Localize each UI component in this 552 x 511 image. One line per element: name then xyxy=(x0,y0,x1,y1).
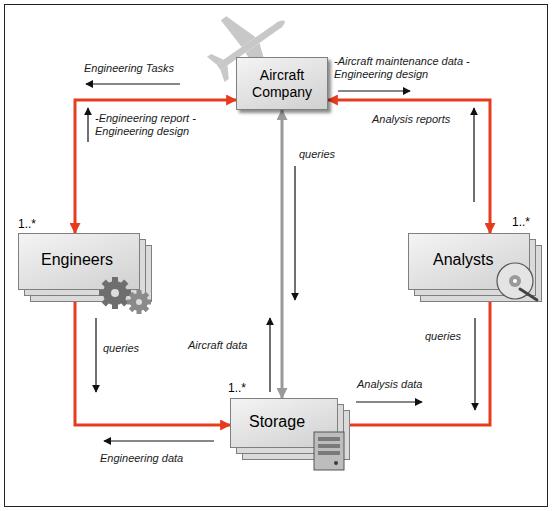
actor-box: Engineers xyxy=(18,233,140,290)
flow-label: -Engineering report -Engineering design xyxy=(95,112,220,138)
flow-label: Engineering data xyxy=(100,452,183,465)
flow-label: Analysis data xyxy=(357,378,422,391)
connector xyxy=(75,100,236,233)
connector xyxy=(338,290,490,425)
flow-arrow xyxy=(104,440,214,441)
node-title: Analysts xyxy=(433,251,493,269)
flow-label: -Aircraft maintenance data -Engineering … xyxy=(334,55,499,81)
flow-label: Analysis reports xyxy=(372,113,450,126)
flow-arrow xyxy=(87,108,88,142)
flow-arrow xyxy=(356,401,422,402)
flow-arrow xyxy=(474,318,475,410)
flow-arrow xyxy=(294,166,295,300)
multiplicity-label: 1..* xyxy=(228,381,246,395)
outer-frame xyxy=(5,5,548,507)
flow-label: Engineering Tasks xyxy=(84,62,174,75)
node-title: Storage xyxy=(249,413,305,431)
company-box: Aircraft Company xyxy=(236,57,328,110)
gear-icon xyxy=(99,277,131,309)
server-icon xyxy=(314,432,344,470)
gear-icon xyxy=(127,290,151,314)
flow-arrow xyxy=(338,90,410,91)
multiplicity-label: 1..* xyxy=(512,215,530,229)
flow-label: queries xyxy=(299,148,335,161)
flow-label: queries xyxy=(425,330,461,343)
flow-arrow xyxy=(86,83,180,84)
node-title: Engineers xyxy=(41,251,113,269)
connector xyxy=(75,290,230,425)
node-title: Aircraft Company xyxy=(245,67,319,99)
flow-arrow xyxy=(269,318,270,392)
flow-arrow xyxy=(473,108,474,202)
multiplicity-label: 1..* xyxy=(18,217,36,231)
flow-label: Aircraft data xyxy=(188,339,247,352)
flow-label: queries xyxy=(103,342,139,355)
connector xyxy=(281,110,284,398)
flow-arrow xyxy=(95,318,96,392)
disk-icon xyxy=(497,263,537,300)
connector xyxy=(328,100,490,233)
